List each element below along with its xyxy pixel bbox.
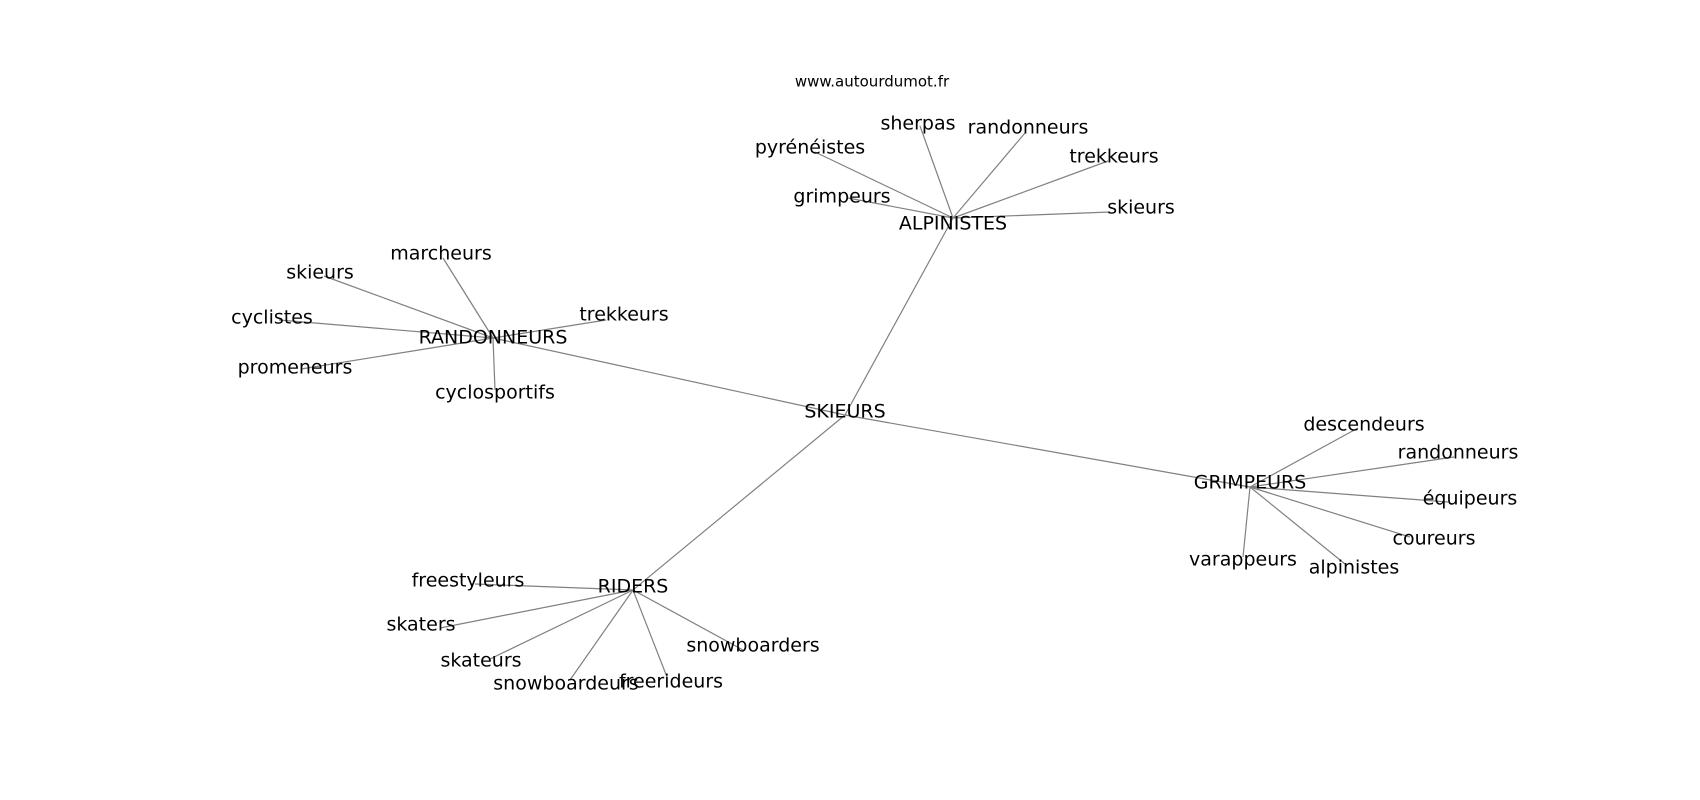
edge-hub-to-leaf — [919, 125, 954, 219]
leaf-node-label: descendeurs — [1303, 414, 1424, 436]
leaf-node-label: skieurs — [1107, 197, 1175, 219]
leaf-node-label: skateurs — [440, 650, 521, 672]
edge-hub-to-leaf — [278, 319, 494, 339]
edge-hub-to-leaf — [952, 132, 1026, 219]
labels: www.autourdumot.fr SKIEURS ALPINISTES she… — [231, 73, 1518, 695]
leaf-node-label: trekkeurs — [579, 304, 668, 326]
leaf-node-label: randonneurs — [968, 117, 1089, 139]
leaf-node-label: varappeurs — [1189, 549, 1297, 571]
edge-hub-to-leaf — [492, 337, 496, 391]
hub-node-label: GRIMPEURS — [1194, 472, 1307, 494]
hub-node-label: RANDONNEURS — [419, 327, 568, 349]
edge-hub-to-leaf — [492, 319, 607, 339]
leaf-node-label: coureurs — [1393, 528, 1476, 550]
leaf-node-label: skieurs — [286, 262, 354, 284]
edge-hub-to-leaf — [632, 589, 744, 651]
edge-center-to-hub — [844, 217, 954, 416]
leaf-node-label: promeneurs — [238, 357, 353, 379]
leaf-node-label: freerideurs — [619, 671, 723, 693]
credit-text: www.autourdumot.fr — [795, 73, 950, 91]
leaf-node-label: équipeurs — [1423, 488, 1518, 510]
leaf-node-label: skaters — [386, 614, 455, 636]
leaf-node-label: freestyleurs — [412, 570, 525, 592]
edge-hub-to-leaf — [569, 589, 634, 681]
edge-hub-to-leaf — [847, 197, 954, 219]
edge-hub-to-leaf — [442, 257, 494, 339]
hub-node-label: ALPINISTES — [899, 213, 1007, 235]
leaf-node-label: alpinistes — [1309, 557, 1400, 579]
leaf-node-label: grimpeurs — [793, 186, 890, 208]
edge-center-to-hub — [492, 337, 846, 416]
leaf-node-label: trekkeurs — [1069, 146, 1158, 168]
leaf-node-label: randonneurs — [1398, 442, 1519, 464]
edge-hub-to-leaf — [1249, 486, 1411, 538]
edge-hub-to-leaf — [1249, 427, 1359, 488]
leaf-node-label: marcheurs — [390, 243, 491, 265]
leaf-node-label: sherpas — [880, 113, 955, 135]
edge-hub-to-leaf — [952, 211, 1111, 219]
edge-hub-to-leaf — [323, 275, 494, 339]
leaf-node-label: snowboardeurs — [493, 673, 638, 695]
edge-hub-to-leaf — [1249, 486, 1346, 565]
edge-hub-to-leaf — [1249, 486, 1449, 503]
edge-hub-to-leaf — [489, 589, 634, 660]
edges — [278, 125, 1455, 681]
hub-node-label: RIDERS — [598, 576, 669, 598]
leaf-node-label: snowboarders — [686, 635, 819, 657]
edge-hub-to-leaf — [300, 337, 494, 370]
edge-hub-to-leaf — [1242, 486, 1251, 558]
edge-hub-to-leaf — [632, 589, 668, 678]
leaf-node-label: cyclistes — [231, 307, 313, 329]
leaf-node-label: cyclosportifs — [435, 382, 555, 404]
edge-hub-to-leaf — [1249, 456, 1455, 488]
center-node-label: SKIEURS — [804, 401, 885, 423]
edge-center-to-hub — [844, 414, 1251, 488]
leaf-node-label: pyrénéistes — [755, 137, 865, 159]
edge-center-to-hub — [632, 414, 846, 591]
edge-hub-to-leaf — [952, 160, 1109, 219]
edge-hub-to-leaf — [474, 583, 634, 591]
edge-hub-to-leaf — [814, 151, 954, 219]
edge-hub-to-leaf — [439, 589, 634, 629]
